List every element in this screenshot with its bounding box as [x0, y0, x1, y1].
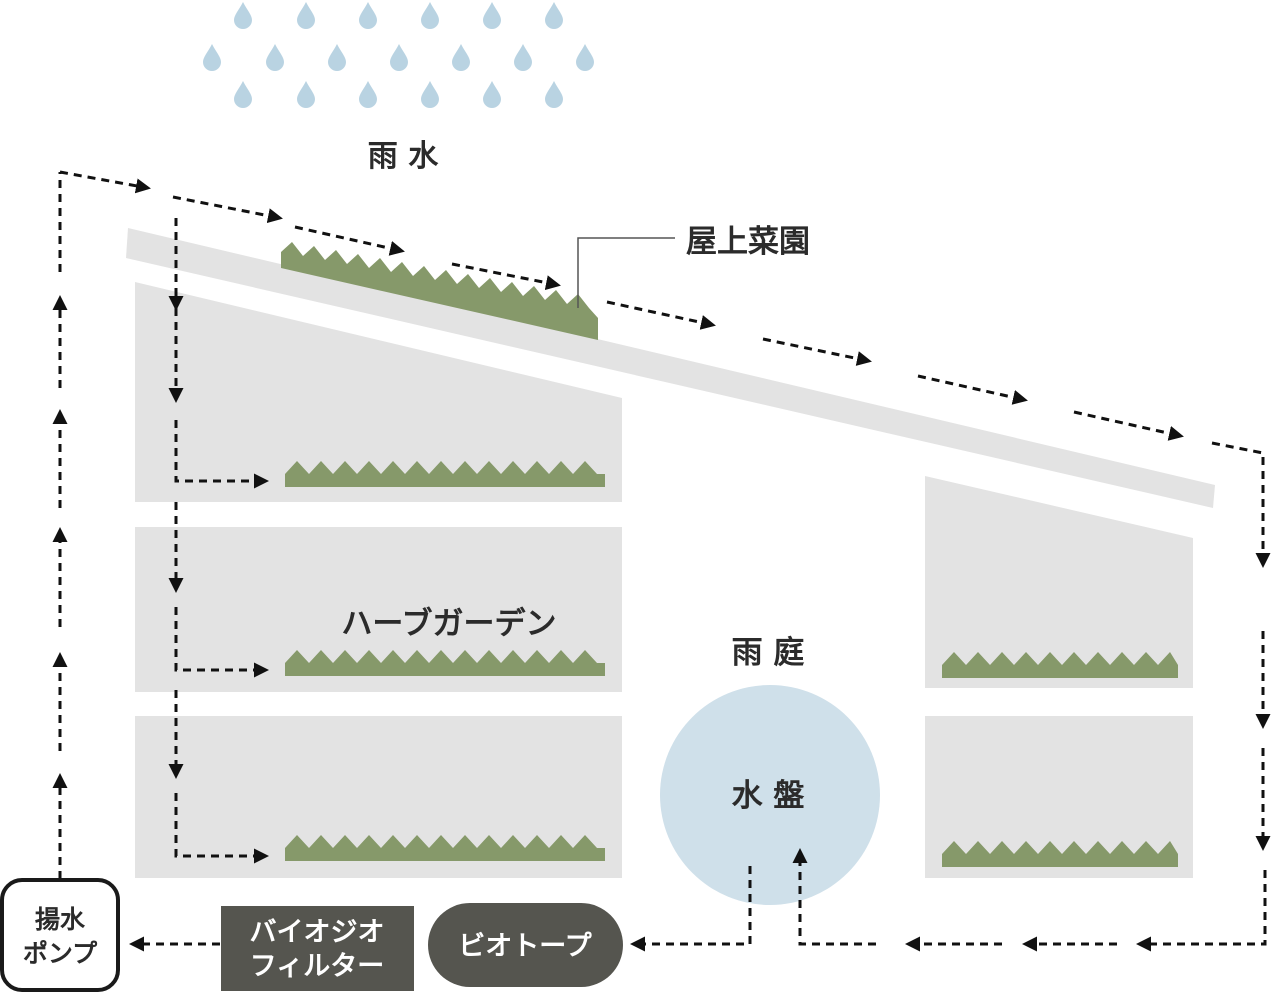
biofilter-label-line2: フィルター — [250, 951, 384, 982]
rain-drops — [203, 2, 594, 108]
pump-label-line2: ポンプ — [23, 939, 98, 968]
plants — [281, 242, 1178, 867]
plant-bed-lower-right — [942, 841, 1178, 867]
rooftop-plants — [281, 242, 598, 340]
rooftop-garden-leader-line — [577, 237, 675, 308]
water-basin-circle — [660, 685, 880, 905]
plant-bed-lower-left — [285, 835, 605, 861]
plant-bed-upper-right — [942, 652, 1178, 678]
pump-box — [0, 878, 120, 992]
upper-left-floor — [135, 282, 622, 502]
biotope-box — [428, 903, 623, 987]
plant-bed-middle-left — [285, 650, 605, 676]
biofilter-box — [221, 906, 414, 991]
rainwater-label: 雨 水 — [368, 139, 439, 174]
roof-slab — [126, 228, 1215, 508]
upper-right-floor — [925, 476, 1193, 688]
biofilter-label-line1: バイオジオ — [250, 917, 385, 948]
herb-garden-label: ハーブガーデン — [341, 606, 556, 642]
flow-arrows — [52, 170, 1271, 952]
rooftop-garden-label: 屋上菜園 — [686, 224, 810, 260]
plant-bed-upper-left — [285, 461, 605, 487]
rain-garden-label: 雨 庭 — [732, 635, 805, 671]
biotope-label: ビオトープ — [458, 931, 592, 962]
water-basin-label: 水 盤 — [732, 778, 805, 814]
pump-label-line1: 揚水 — [35, 905, 86, 934]
